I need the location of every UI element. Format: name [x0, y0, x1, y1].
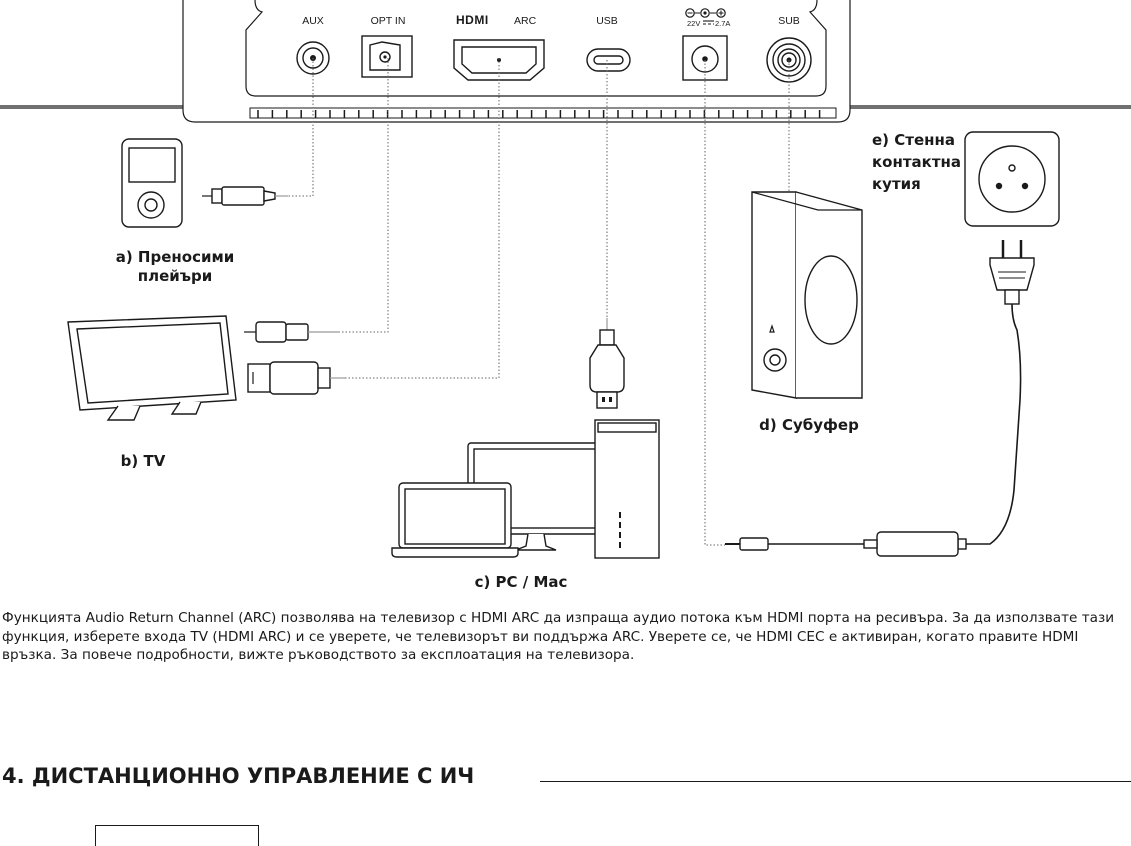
label-pc-mac: c) PC / Mac [475, 573, 568, 591]
connection-lines [285, 58, 790, 546]
port-label-aux: AUX [302, 15, 324, 27]
hdmi-cable-plug [247, 361, 345, 395]
usb-c-port [586, 48, 631, 72]
optical-port [361, 35, 413, 78]
aux-cable-plug [202, 186, 288, 206]
dc-voltage-label: 22V [687, 19, 700, 28]
port-label-sub: SUB [778, 15, 800, 27]
port-label-hdmi-arc: ARC [514, 15, 537, 27]
power-plug [989, 240, 1035, 305]
label-tv: b) TV [121, 452, 166, 470]
hdmi-port [453, 39, 545, 81]
dc-polarity-icon [685, 8, 726, 18]
soundbar-rear-panel [0, 0, 1131, 123]
power-adapter [725, 303, 1022, 557]
port-label-opt-in: OPT IN [371, 15, 406, 27]
label-portable-players-2: плейъри [138, 267, 213, 285]
portable-player-illustration [121, 138, 183, 228]
label-wall-outlet-2: контактна [872, 153, 961, 171]
tv-illustration [67, 315, 237, 421]
section-heading: 4. ДИСТАНЦИОННО УПРАВЛЕНИЕ С ИЧ [2, 764, 475, 788]
label-portable-players-1: a) Преносими [116, 248, 235, 266]
section-heading-rule [540, 781, 1131, 782]
arc-description-paragraph: Функцията Audio Return Channel (ARC) поз… [2, 610, 1115, 663]
label-wall-outlet-1: e) Стенна [872, 131, 955, 149]
connection-diagram: AUX OPT IN HDMI ARC USB 22V 2.7A SUB [0, 0, 1131, 591]
dc-current-label: 2.7A [715, 19, 730, 28]
usb-cable-plug [589, 318, 625, 409]
port-label-usb: USB [596, 15, 618, 27]
label-wall-outlet-3: кутия [872, 175, 921, 193]
dc-symbol-icon [703, 20, 714, 25]
computer-illustration [391, 419, 660, 559]
wall-outlet-illustration [964, 131, 1060, 227]
dc-in-port [682, 35, 728, 81]
label-subwoofer: d) Субуфер [759, 416, 859, 434]
port-label-hdmi-brand: HDMI [456, 13, 489, 27]
optical-cable-plug [244, 321, 340, 343]
subwoofer-illustration [751, 191, 863, 399]
